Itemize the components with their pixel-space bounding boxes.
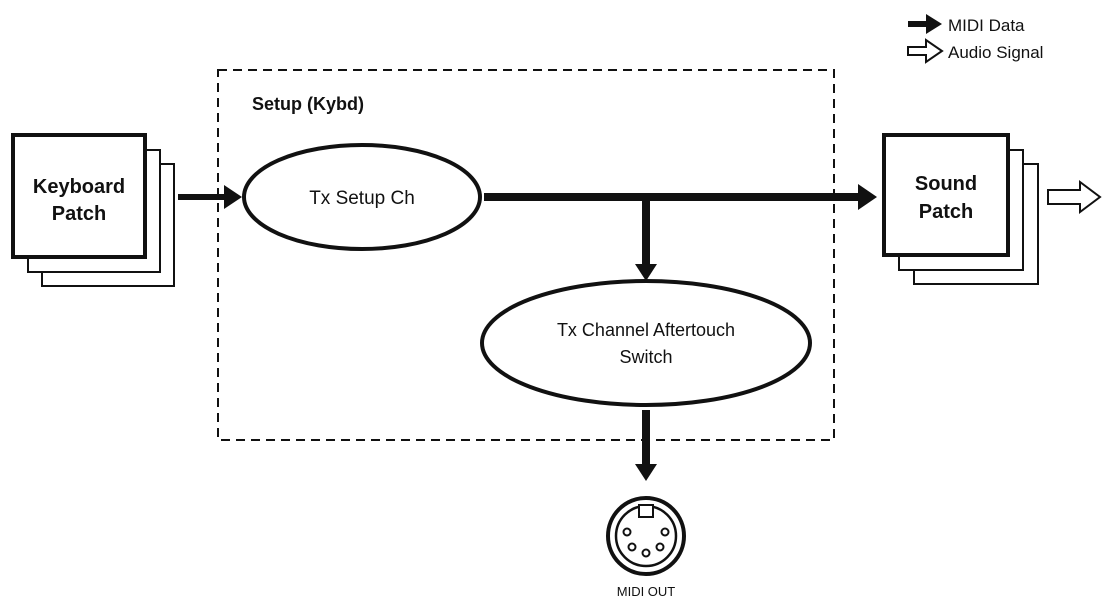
midi-out-pin-icon <box>622 527 632 537</box>
tx-aftertouch-ellipse <box>480 279 812 407</box>
midi-out-port: MIDI OUT <box>606 496 686 599</box>
legend: MIDI Data Audio Signal <box>907 14 1043 64</box>
setup-kybd-group: Setup (Kybd) <box>217 69 835 441</box>
midi-data-arrows <box>178 184 877 481</box>
sound-patch-card-front <box>882 133 1010 257</box>
keyboard-to-setup-arrow <box>178 185 242 209</box>
sound-patch-audio-out-arrow <box>1047 180 1102 214</box>
tx-aftertouch-label-line2: Switch <box>619 347 672 367</box>
midi-data-legend-arrow-icon <box>908 14 942 34</box>
setup-to-sound-arrow <box>484 184 877 210</box>
sound-patch-label-line2: Patch <box>919 201 973 223</box>
midi-out-pin-icon <box>641 548 651 558</box>
midi-out-pin-icon <box>627 542 637 552</box>
keyboard-patch-card-front <box>11 133 147 259</box>
keyboard-patch-stack: Keyboard Patch <box>11 133 175 287</box>
tx-setup-ch-ellipse <box>242 143 482 251</box>
aftertouch-to-midi-out-arrow <box>635 410 657 481</box>
midi-out-pin-icon <box>660 527 670 537</box>
midi-data-legend-label: MIDI Data <box>948 16 1025 35</box>
tx-setup-ch-node: Tx Setup Ch <box>242 143 482 251</box>
tx-aftertouch-node: Tx Channel Aftertouch Switch <box>480 279 812 407</box>
tx-aftertouch-label-line1: Tx Channel Aftertouch <box>557 320 735 340</box>
setup-kybd-title: Setup (Kybd) <box>252 94 364 114</box>
keyboard-patch-label-line2: Patch <box>52 203 106 225</box>
setup-kybd-boundary <box>217 69 835 441</box>
branch-to-aftertouch-arrow <box>635 201 657 281</box>
midi-out-label: MIDI OUT <box>617 584 676 599</box>
sound-patch-stack: Sound Patch <box>882 133 1039 285</box>
tx-setup-ch-label: Tx Setup Ch <box>309 188 415 209</box>
sound-patch-label-line1: Sound <box>915 173 977 195</box>
audio-signal-legend-arrow-icon <box>907 38 944 64</box>
audio-signal-legend-label: Audio Signal <box>948 43 1043 62</box>
midi-out-connector-notch-icon <box>638 504 654 518</box>
midi-out-pin-icon <box>655 542 665 552</box>
keyboard-patch-label-line1: Keyboard <box>33 176 125 198</box>
